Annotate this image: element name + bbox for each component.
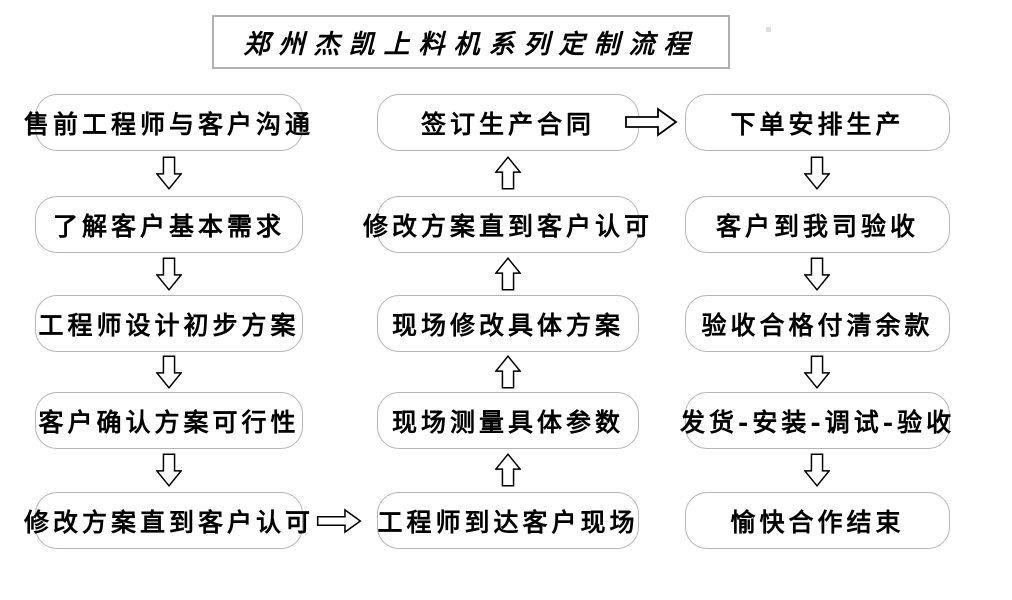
down-arrow-icon	[804, 453, 830, 487]
up-arrow-icon	[495, 355, 521, 389]
down-arrow-icon	[804, 156, 830, 190]
flow-step-right-3: 验收合格付清余款	[685, 295, 950, 352]
flow-step-left-3: 工程师设计初步方案	[35, 295, 303, 352]
right-arrow-icon	[316, 508, 362, 534]
flow-step-middle-5: 工程师到达客户现场	[377, 492, 639, 549]
up-arrow-icon	[495, 156, 521, 190]
flow-step-right-1: 下单安排生产	[685, 94, 950, 151]
flow-step-middle-1: 签订生产合同	[377, 94, 639, 151]
right-arrow-icon	[624, 107, 678, 137]
flow-step-middle-4: 现场测量具体参数	[377, 392, 639, 449]
up-arrow-icon	[495, 257, 521, 291]
flow-step-middle-2: 修改方案直到客户认可	[363, 196, 649, 253]
flow-step-right-5: 愉快合作结束	[685, 492, 950, 549]
down-arrow-icon	[156, 156, 182, 190]
flow-step-right-2: 客户到我司验收	[685, 196, 950, 253]
down-arrow-icon	[804, 355, 830, 389]
up-arrow-icon	[495, 453, 521, 487]
flow-step-left-2: 了解客户基本需求	[35, 196, 303, 253]
flow-step-right-4: 发货-安装-调试-验收	[680, 392, 951, 449]
flow-step-left-5: 修改方案直到客户认可	[24, 492, 310, 549]
down-arrow-icon	[156, 453, 182, 487]
flow-step-left-4: 客户确认方案可行性	[35, 392, 303, 449]
stray-mark	[766, 27, 771, 32]
flow-step-middle-3: 现场修改具体方案	[377, 295, 639, 352]
flow-step-left-1: 售前工程师与客户沟通	[24, 94, 310, 151]
diagram-title: 郑州杰凯上料机系列定制流程	[212, 15, 730, 69]
down-arrow-icon	[156, 257, 182, 291]
down-arrow-icon	[156, 355, 182, 389]
down-arrow-icon	[804, 257, 830, 291]
